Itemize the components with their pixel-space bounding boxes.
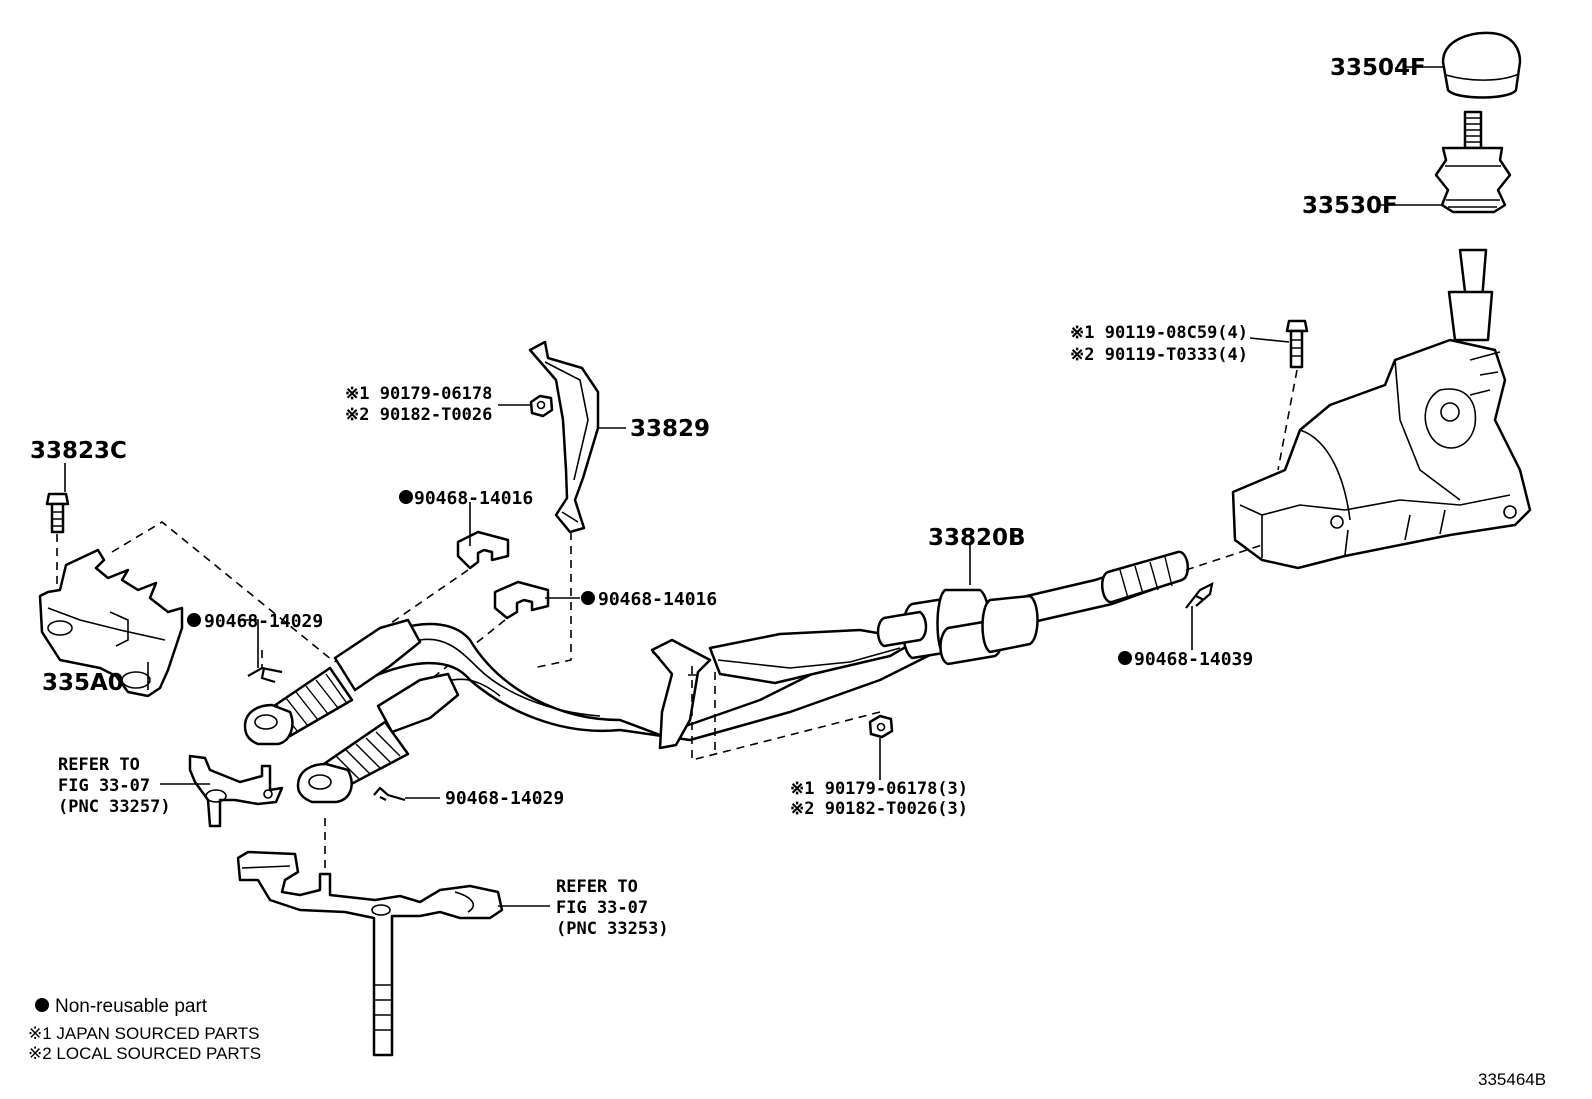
refer-upper-line-2: FIG 33-07 [58, 776, 150, 796]
bracket-nut[interactable] [529, 394, 554, 418]
legend-non-reusable: Non-reusable part [55, 996, 208, 1017]
bracket-guide-line [532, 532, 572, 669]
legend-japan: ※1 JAPAN SOURCED PARTS [28, 1024, 260, 1043]
refer-upper-line-3: (PNC 33257) [58, 797, 171, 817]
cable-mount-guide [691, 666, 881, 762]
label-boot: 33530F [1302, 193, 1398, 219]
clip-left[interactable] [247, 666, 283, 684]
pin-clip[interactable] [373, 786, 406, 802]
refer-upper-line-1: REFER TO [58, 755, 140, 775]
label-clip-upper: 90468-14016 [414, 488, 533, 509]
non-reusable-mark-left [187, 613, 201, 627]
shift-knob[interactable] [1441, 31, 1522, 99]
shift-lever-boot[interactable] [1434, 146, 1512, 214]
label-clip-left: 90468-14029 [204, 611, 323, 632]
cable-bracket[interactable] [528, 340, 600, 534]
refer-lower-line-3: (PNC 33253) [556, 919, 669, 939]
label-cable-nut-1: ※1 90179-06178(3) [790, 779, 968, 799]
housing-bolt[interactable] [1285, 319, 1309, 369]
label-pin-clip: 90468-14029 [445, 788, 564, 809]
label-clip-lower: 90468-14016 [598, 589, 717, 610]
non-reusable-mark-lower [581, 591, 595, 605]
label-clip-right: 90468-14039 [1134, 649, 1253, 670]
retainer-guide-line [111, 521, 333, 661]
shift-lever-33253[interactable] [236, 850, 504, 1057]
refer-lower-line-2: FIG 33-07 [556, 898, 648, 918]
retainer-bolt[interactable] [45, 492, 70, 534]
non-reusable-mark-right [1118, 651, 1132, 665]
shift-lever[interactable] [1447, 110, 1494, 342]
label-retainer: 335A0 [42, 670, 124, 696]
clip-right[interactable] [1185, 582, 1214, 609]
legend-local: ※2 LOCAL SOURCED PARTS [28, 1044, 261, 1063]
cable-nut[interactable] [868, 714, 894, 739]
label-bracket-nut-1: ※1 90179-06178 [345, 384, 492, 404]
label-bracket: 33829 [630, 416, 710, 442]
label-housing-bolt-1: ※1 90119-08C59(4) [1070, 323, 1248, 343]
legend-non-reusable-dot [35, 998, 49, 1012]
refer-lower-line-1: REFER TO [556, 877, 638, 897]
cable-retainer[interactable] [38, 548, 184, 698]
label-bracket-nut-2: ※2 90182-T0026 [345, 405, 492, 425]
leader-lines [64, 66, 1445, 907]
clip-upper[interactable] [456, 530, 510, 570]
label-retainer-bolt: 33823C [30, 438, 127, 464]
shift-lever-housing[interactable] [1231, 338, 1532, 570]
label-housing-bolt-2: ※2 90119-T0333(4) [1070, 345, 1248, 365]
label-cable-assy: 33820B [928, 525, 1026, 551]
label-cable-nut-2: ※2 90182-T0026(3) [790, 799, 968, 819]
figure-id: 335464B [1478, 1070, 1546, 1089]
shift-cable-assy[interactable] [243, 550, 1190, 804]
non-reusable-mark-upper [399, 490, 413, 504]
clip-lower[interactable] [493, 580, 550, 620]
select-lever-33257[interactable] [188, 754, 284, 828]
bolt-guide-line [1277, 369, 1298, 471]
label-knob: 33504F [1330, 55, 1426, 81]
